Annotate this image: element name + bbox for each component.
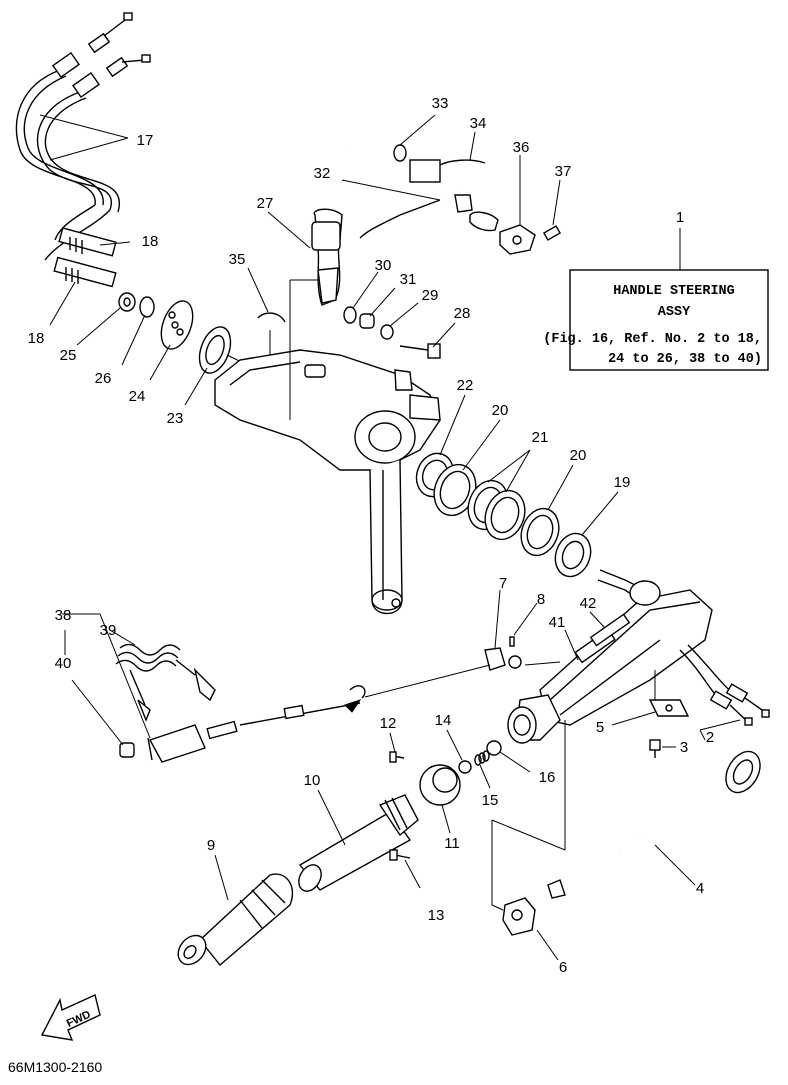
- callout-10: 10: [304, 772, 321, 789]
- diagram-reference-code: 66M1300-2160: [8, 1059, 102, 1075]
- callout-6: 6: [559, 959, 567, 976]
- throttle-shaft-part-4: [547, 750, 761, 899]
- callout-18-lower: 18: [28, 330, 45, 347]
- callout-25: 25: [60, 347, 77, 364]
- callout-5: 5: [596, 719, 604, 736]
- callout-1: 1: [676, 209, 684, 226]
- callout-33: 33: [432, 95, 449, 112]
- lanyard-part-39: [115, 643, 216, 722]
- callout-7: 7: [499, 575, 507, 592]
- spring-part-15: [474, 750, 490, 766]
- callout-8: 8: [537, 591, 545, 608]
- title-line-1: HANDLE STEERING: [613, 284, 735, 299]
- throttle-grip-part-9: [177, 873, 294, 967]
- callout-4: 4: [696, 880, 704, 897]
- cable-end-part-18: [53, 227, 117, 288]
- callout-17: 17: [137, 132, 154, 149]
- clamp-part-6: [502, 897, 536, 936]
- callout-2: 2: [706, 729, 714, 746]
- callout-39: 39: [100, 622, 117, 639]
- callout-22: 22: [457, 377, 474, 394]
- callout-13: 13: [428, 907, 445, 924]
- friction-ring-part-11: [419, 764, 461, 806]
- screw-part-3: [649, 739, 661, 758]
- throttle-grip-shaft-part-10: [298, 794, 419, 892]
- callout-3: 3: [680, 739, 688, 756]
- callout-40: 40: [55, 655, 72, 672]
- callout-29: 29: [422, 287, 439, 304]
- cam-part-7: [484, 647, 522, 671]
- washers-parts-19-22: [415, 452, 592, 578]
- callout-38: 38: [55, 607, 72, 624]
- callout-18-upper: 18: [142, 233, 159, 250]
- callout-27: 27: [257, 195, 274, 212]
- callout-9: 9: [207, 837, 215, 854]
- callout-14: 14: [435, 712, 452, 729]
- callout-21: 21: [532, 429, 549, 446]
- callout-20-lower: 20: [570, 447, 587, 464]
- washer-part-30: [343, 306, 357, 324]
- throttle-cable-part-17: [15, 12, 151, 261]
- callout-42: 42: [580, 595, 597, 612]
- pin-part-37: [542, 225, 562, 241]
- screw-part-13: [389, 849, 411, 861]
- callout-12: 12: [380, 715, 397, 732]
- steering-handle-part-2: [507, 569, 770, 744]
- callout-41: 41: [549, 614, 566, 631]
- shaft-assembly-part-33: [344, 143, 499, 232]
- callout-labels: 1 2 3 4 5 6 7 8 9 10 11 12 13 14 15 16 1…: [28, 95, 715, 976]
- callout-16: 16: [539, 769, 556, 786]
- throttle-lever-part-27: [311, 208, 343, 306]
- bolt-part-28: [399, 343, 441, 359]
- washer-part-16: [486, 740, 502, 756]
- title-line-2: ASSY: [658, 305, 691, 320]
- screw-part-12: [389, 751, 405, 763]
- callout-23: 23: [167, 410, 184, 427]
- engine-stop-switch-part-38: [147, 685, 366, 763]
- cap-part-40: [119, 742, 135, 758]
- assembly-title-box: HANDLE STEERING ASSY (Fig. 16, Ref. No. …: [543, 269, 769, 371]
- title-line-3: (Fig. 16, Ref. No. 2 to 18,: [543, 332, 762, 347]
- cable-parts-24-25-26: [118, 292, 194, 350]
- callout-15: 15: [482, 792, 499, 809]
- callout-24: 24: [129, 388, 146, 405]
- washer-part-14: [458, 760, 472, 774]
- callout-30: 30: [375, 257, 392, 274]
- callout-28: 28: [454, 305, 471, 322]
- callout-37: 37: [555, 163, 572, 180]
- pin-part-8: [509, 636, 515, 647]
- title-line-4: 24 to 26, 38 to 40): [608, 352, 762, 367]
- callout-35: 35: [229, 251, 246, 268]
- callout-20-upper: 20: [492, 402, 509, 419]
- callout-26: 26: [95, 370, 112, 387]
- spring-part-34: [439, 159, 486, 166]
- clip-part-35: [257, 312, 286, 323]
- link-rod-part-32: [359, 199, 441, 239]
- callout-19: 19: [614, 474, 631, 491]
- callout-34: 34: [470, 115, 487, 132]
- joint-part-36: [499, 224, 536, 255]
- steering-bracket-body: [214, 349, 441, 615]
- callout-31: 31: [400, 271, 417, 288]
- washer-part-29: [380, 324, 394, 340]
- callout-36: 36: [513, 139, 530, 156]
- forward-direction-arrow: FWD: [40, 994, 101, 1041]
- collar-part-31: [359, 313, 375, 329]
- callout-11: 11: [444, 835, 460, 852]
- callout-32: 32: [314, 165, 331, 182]
- plate-part-5: [648, 699, 690, 717]
